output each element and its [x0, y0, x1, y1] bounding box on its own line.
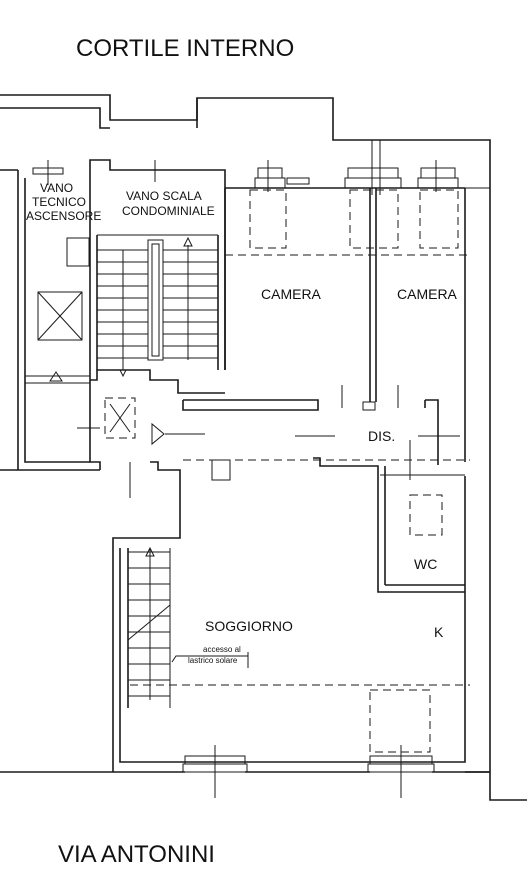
room-labels: VANO TECNICO ASCENSORE VANO SCALA CONDOM… [26, 181, 458, 665]
street-label: VIA ANTONINI [58, 841, 215, 868]
label-k: K [434, 624, 444, 640]
label-dis: DIS. [368, 428, 395, 444]
lift-shaft [17, 160, 91, 470]
label-camera-1: CAMERA [261, 286, 322, 302]
label-vano-line2: TECNICO [32, 195, 86, 209]
bedrooms [182, 187, 490, 480]
courtyard-label: CORTILE INTERNO [76, 35, 294, 62]
landing [77, 369, 225, 498]
stair-block [89, 159, 226, 378]
stair-treads-right [163, 249, 218, 359]
label-vano-line1: VANO [40, 181, 73, 195]
annotation-line1: accesso al [203, 645, 241, 654]
living-room [127, 546, 470, 753]
label-wc: WC [414, 556, 437, 572]
label-camera-2: CAMERA [397, 286, 458, 302]
label-stair-line2: CONDOMINIALE [122, 204, 215, 218]
label-stair-line1: VANO SCALA [126, 189, 202, 203]
label-vano-line3: ASCENSORE [26, 209, 101, 223]
wc-block [211, 457, 465, 593]
outer-walls [0, 94, 527, 801]
courtyard-windows [249, 140, 459, 249]
annotation-line2: lastrico solare [188, 656, 238, 665]
label-soggiorno: SOGGIORNO [205, 618, 293, 634]
street-windows [182, 745, 435, 798]
